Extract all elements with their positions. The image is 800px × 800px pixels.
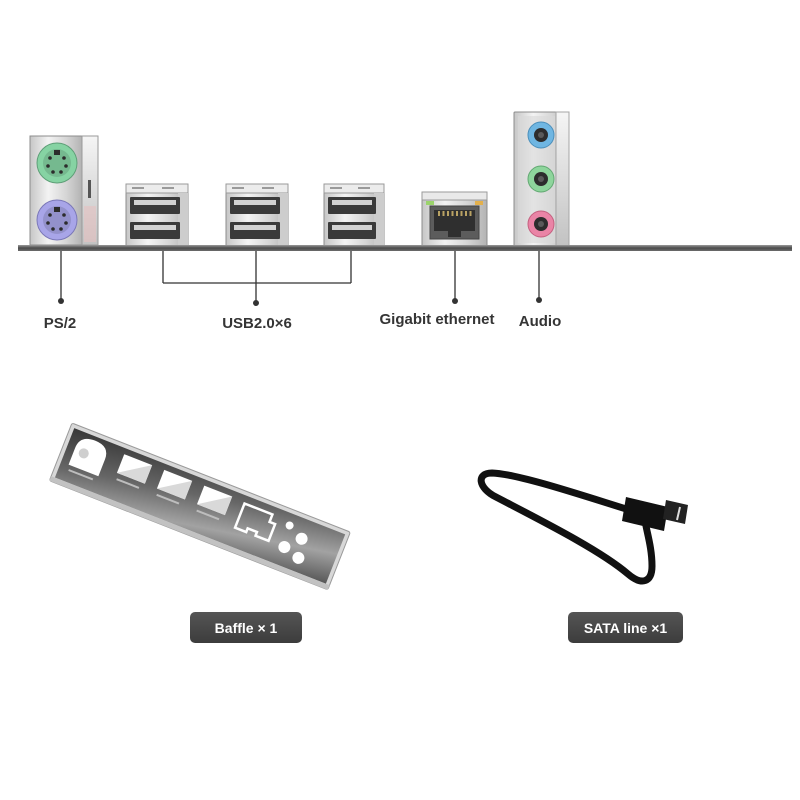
sata-cable [477, 469, 688, 585]
usb-port [130, 197, 180, 214]
ps2-upper-port [36, 142, 78, 184]
sata-cable-wire [477, 469, 656, 585]
audio-jack-block [513, 111, 570, 248]
shield-ps2-cutout [68, 438, 107, 481]
sata-line-badge-text: SATA line ×1 [583, 619, 668, 636]
usb-label: USB2.0×6 [222, 315, 292, 332]
ethernet-port [421, 191, 488, 247]
shield-audio-cutouts [278, 521, 308, 564]
shield-ethernet-cutout [233, 501, 277, 543]
shield-usb-cutout [196, 485, 233, 521]
usb-port-stack-1 [125, 183, 189, 247]
audio-callout-line [536, 251, 542, 303]
usb-callout-line [162, 251, 352, 306]
ethernet-led-right [475, 201, 483, 205]
usb-port [230, 222, 280, 239]
ps2-port-block [29, 135, 99, 246]
sata-line-badge: SATA line ×1 [568, 612, 683, 643]
ps2-label: PS/2 [43, 315, 77, 332]
ethernet-led-left [426, 201, 434, 205]
audio-green-jack [527, 165, 555, 193]
usb-port [328, 222, 376, 239]
ps2-callout-line [58, 251, 64, 304]
io-shield-baffle [49, 423, 351, 590]
audio-pink-jack [527, 210, 555, 238]
shield-usb-cutout [116, 454, 153, 489]
board-edge-bar [18, 245, 792, 251]
usb-port [328, 197, 376, 214]
ps2-side-slot [88, 180, 91, 198]
shield-usb-cutout [156, 469, 193, 505]
callout-lines [58, 251, 542, 306]
ethernet-callout-line [452, 251, 458, 304]
baffle-badge-text: Baffle × 1 [214, 619, 278, 636]
usb-port-stack-3 [323, 183, 385, 247]
usb-port-stack-2 [225, 183, 289, 247]
ps2-side-tint [84, 206, 96, 242]
ethernet-pins [438, 211, 472, 216]
sata-connector [622, 497, 688, 531]
usb-port [130, 222, 180, 239]
usb-port [230, 197, 280, 214]
ps2-lower-port [36, 199, 78, 241]
audio-blue-jack [527, 121, 555, 149]
gigabit-ethernet-label: Gigabit ethernet [379, 311, 495, 328]
audio-label: Audio [518, 313, 562, 330]
baffle-badge: Baffle × 1 [190, 612, 302, 643]
